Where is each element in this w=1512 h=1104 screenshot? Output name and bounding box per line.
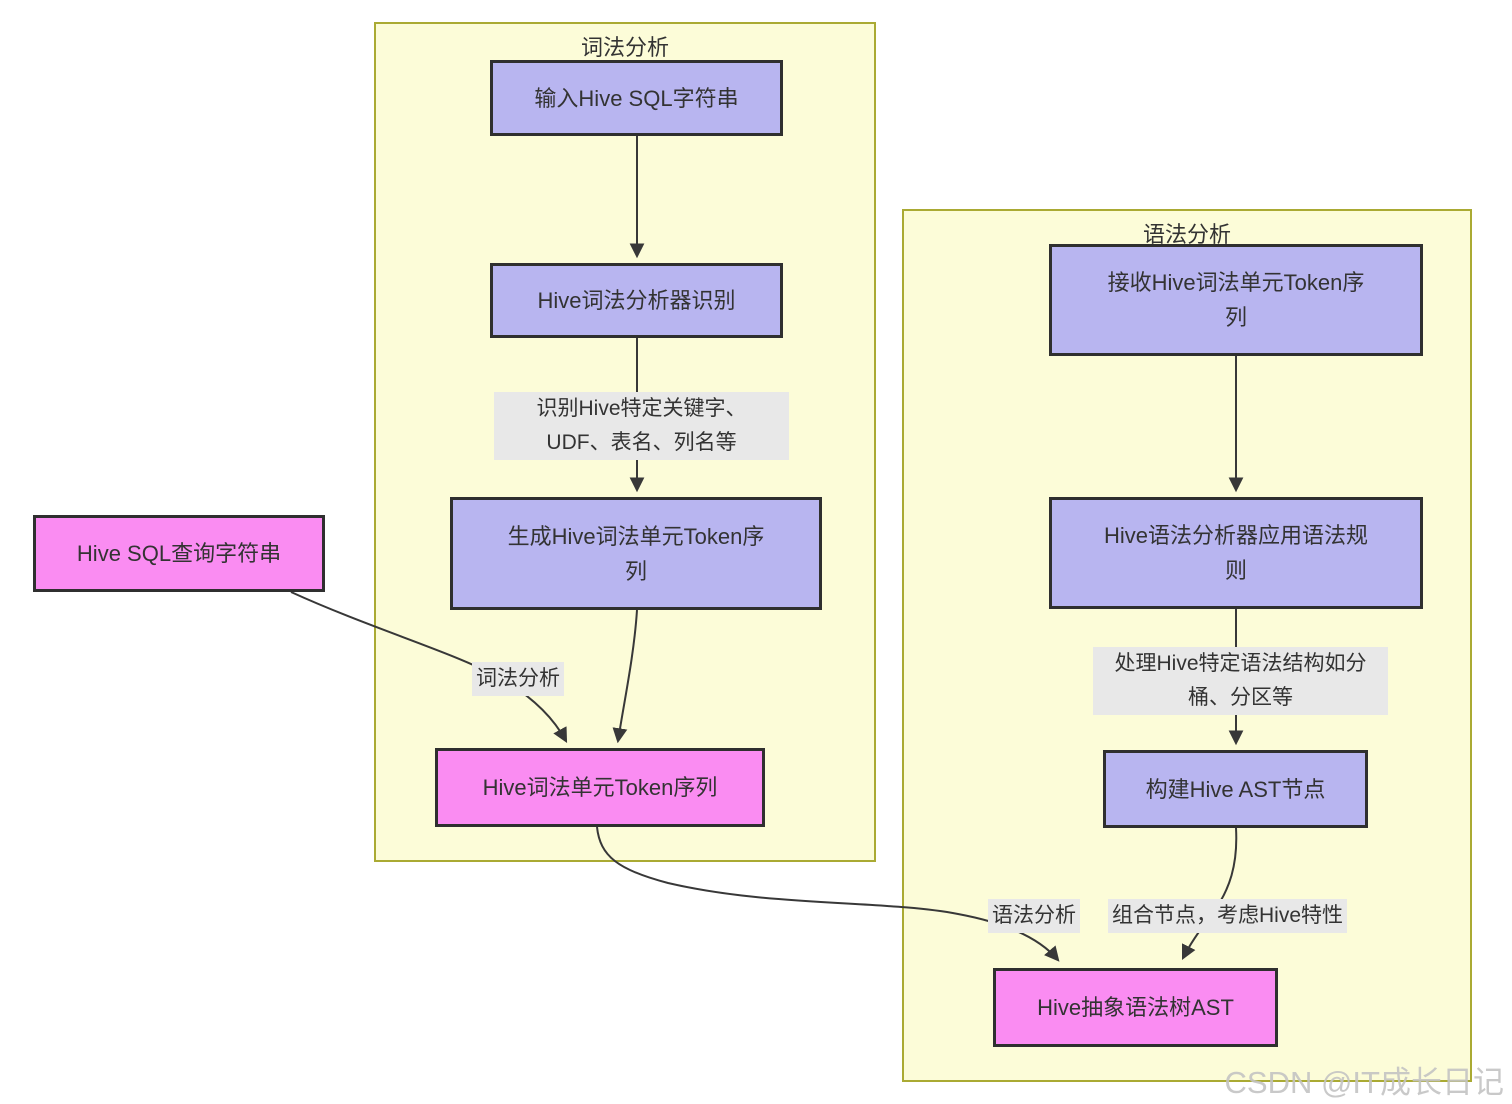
- edge-label-syntax-step: 语法分析: [988, 899, 1080, 933]
- node-generate-token-sequence: 生成Hive词法单元Token序 列: [450, 497, 822, 610]
- node-lexer-recognize: Hive词法分析器识别: [490, 263, 783, 338]
- edge-label-combine-nodes: 组合节点，考虑Hive特性: [1108, 899, 1348, 933]
- lexical-group-title: 词法分析: [580, 35, 669, 60]
- node-hive-abstract-syntax-tree: Hive抽象语法树AST: [993, 968, 1278, 1047]
- syntax-group-title: 语法分析: [1142, 222, 1231, 247]
- edge-label-handle-syntax: 处理Hive特定语法结构如分 桶、分区等: [1093, 647, 1388, 715]
- node-apply-grammar-rules: Hive语法分析器应用语法规 则: [1049, 497, 1423, 609]
- node-input-hive-sql: 输入Hive SQL字符串: [490, 60, 783, 136]
- node-token-sequence: Hive词法单元Token序列: [435, 748, 765, 827]
- node-receive-token-sequence: 接收Hive词法单元Token序 列: [1049, 244, 1423, 356]
- edge-label-recognize-detail: 识别Hive特定关键字、 UDF、表名、列名等: [494, 392, 789, 460]
- node-hive-sql-query-string: Hive SQL查询字符串: [33, 515, 325, 592]
- csdn-watermark: CSDN @IT成长日记: [1224, 1065, 1504, 1100]
- edge-label-lexical-step: 词法分析: [472, 662, 564, 696]
- node-build-ast-node: 构建Hive AST节点: [1103, 750, 1368, 828]
